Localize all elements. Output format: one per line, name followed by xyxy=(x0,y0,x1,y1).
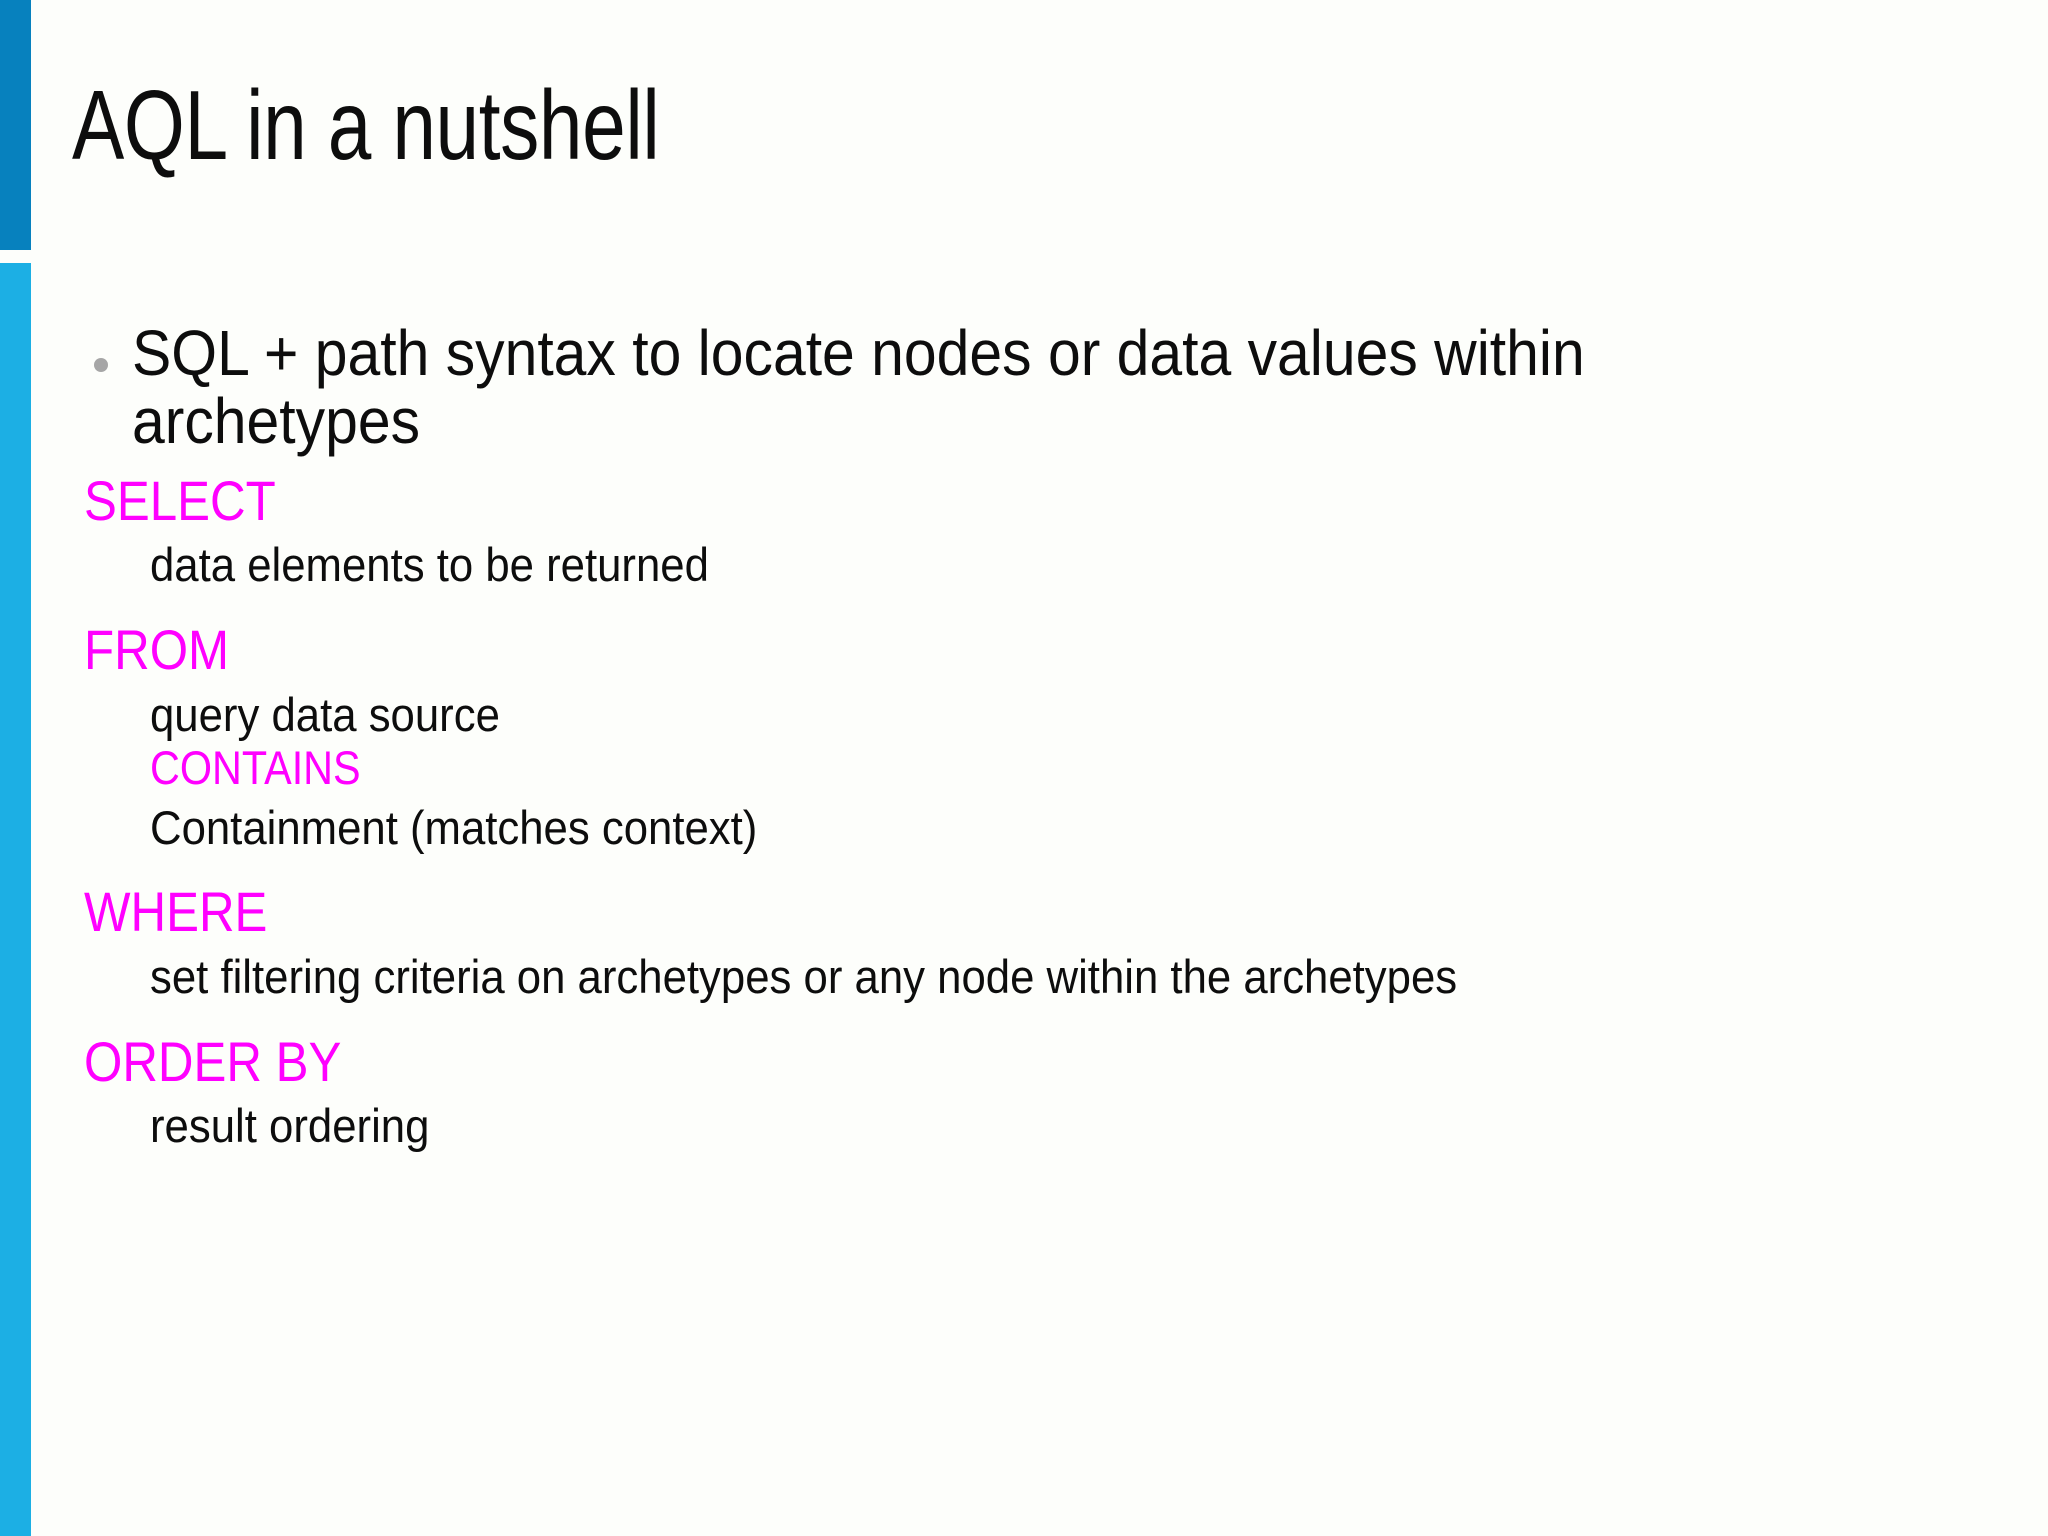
slide-title: AQL in a nutshell xyxy=(72,70,660,180)
keyword-from: FROM xyxy=(84,617,230,681)
keyword-where: WHERE xyxy=(84,880,268,944)
clause-spacer xyxy=(72,593,1988,609)
keyword-contains: CONTAINS xyxy=(150,741,361,795)
description-contains: Containment (matches context) xyxy=(150,800,758,854)
clause-spacer xyxy=(72,855,1988,871)
clause-spacer xyxy=(72,1005,1988,1021)
bullet-dot-icon xyxy=(94,358,108,372)
accent-bar-body-decoration xyxy=(0,263,31,1536)
bullet-list-item: SQL + path syntax to locate nodes or dat… xyxy=(72,317,1988,457)
keyword-order-by: ORDER BY xyxy=(84,1029,342,1093)
accent-bar-top-decoration xyxy=(0,0,31,250)
clause-order-by: ORDER BY result ordering xyxy=(72,1029,1988,1154)
description-from: query data source xyxy=(150,687,500,741)
description-select: data elements to be returned xyxy=(150,538,709,592)
bullet-item-text: SQL + path syntax to locate nodes or dat… xyxy=(132,317,1585,457)
clause-from: FROM query data source CONTAINS Containm… xyxy=(72,617,1988,855)
clause-select: SELECT data elements to be returned xyxy=(72,468,1988,593)
keyword-select: SELECT xyxy=(84,468,276,532)
slide-body: SQL + path syntax to locate nodes or dat… xyxy=(72,317,1988,1154)
description-order-by: result ordering xyxy=(150,1099,430,1153)
description-where: set filtering criteria on archetypes or … xyxy=(150,949,1458,1003)
clause-where: WHERE set filtering criteria on archetyp… xyxy=(72,881,1988,1004)
